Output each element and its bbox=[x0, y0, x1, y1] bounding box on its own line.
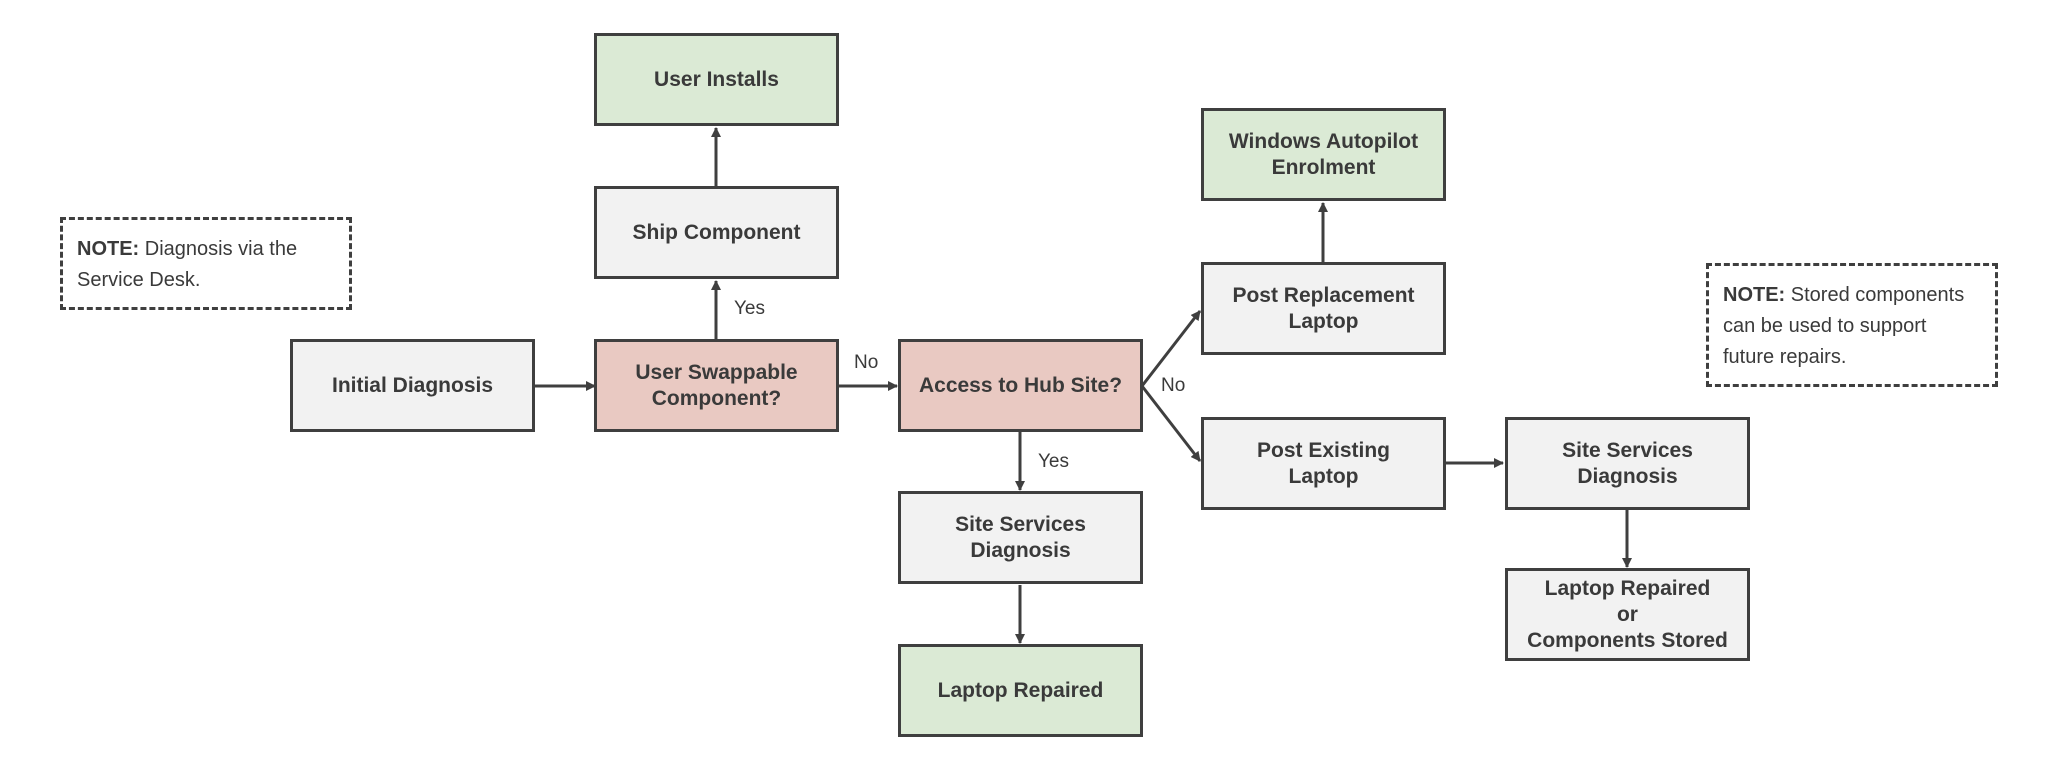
edge-label-hub-no: No bbox=[1161, 375, 1186, 396]
edge-label-hub-yes: Yes bbox=[1038, 451, 1069, 472]
node-initial-diagnosis: Initial Diagnosis bbox=[290, 339, 535, 432]
node-windows-autopilot-enrolment-label: Windows Autopilot Enrolment bbox=[1228, 129, 1419, 179]
node-post-replacement-laptop: Post Replacement Laptop bbox=[1201, 262, 1446, 355]
node-site-services-diagnosis-post-label: Site Services Diagnosis bbox=[1562, 438, 1693, 488]
node-initial-diagnosis-label: Initial Diagnosis bbox=[331, 373, 494, 397]
node-access-to-hub-site: Access to Hub Site? bbox=[898, 339, 1143, 432]
note-service-desk: NOTE: Diagnosis via the Service Desk. bbox=[60, 217, 352, 310]
node-site-services-diagnosis-hub: Site Services Diagnosis bbox=[898, 491, 1143, 584]
edge-label-swappable-yes: Yes bbox=[734, 298, 765, 319]
edge-label-swappable-no: No bbox=[854, 352, 879, 373]
note-service-desk-prefix: NOTE: bbox=[77, 238, 140, 260]
edge-hub-to-post-existing bbox=[1140, 385, 1202, 462]
note-stored-components: NOTE: Stored components can be used to s… bbox=[1706, 263, 1998, 387]
node-laptop-repaired-or-components-stored: Laptop Repaired or Components Stored bbox=[1505, 568, 1750, 661]
node-post-replacement-laptop-label: Post Replacement Laptop bbox=[1232, 283, 1415, 333]
node-site-services-diagnosis-hub-label: Site Services Diagnosis bbox=[955, 512, 1086, 562]
node-laptop-repaired: Laptop Repaired bbox=[898, 644, 1143, 737]
node-user-installs-label: User Installs bbox=[654, 67, 779, 91]
node-windows-autopilot-enrolment: Windows Autopilot Enrolment bbox=[1201, 108, 1446, 201]
node-ship-component-label: Ship Component bbox=[632, 220, 801, 244]
node-access-to-hub-site-label: Access to Hub Site? bbox=[918, 373, 1123, 397]
node-site-services-diagnosis-post: Site Services Diagnosis bbox=[1505, 417, 1750, 510]
note-stored-components-text: Stored components can be used to support… bbox=[1723, 284, 1965, 368]
node-user-swappable-component: User Swappable Component? bbox=[594, 339, 839, 432]
note-service-desk-text: Diagnosis via the Service Desk. bbox=[77, 238, 298, 291]
note-stored-components-prefix: NOTE: bbox=[1723, 284, 1786, 306]
node-laptop-repaired-label: Laptop Repaired bbox=[937, 678, 1104, 702]
edge-hub-to-post-replacement bbox=[1140, 310, 1202, 387]
node-ship-component: Ship Component bbox=[594, 186, 839, 279]
node-laptop-repaired-or-components-stored-label: Laptop Repaired or Components Stored bbox=[1527, 576, 1728, 652]
node-user-swappable-component-label: User Swappable Component? bbox=[635, 360, 798, 410]
node-post-existing-laptop: Post Existing Laptop bbox=[1201, 417, 1446, 510]
node-user-installs: User Installs bbox=[594, 33, 839, 126]
node-post-existing-laptop-label: Post Existing Laptop bbox=[1256, 438, 1391, 488]
